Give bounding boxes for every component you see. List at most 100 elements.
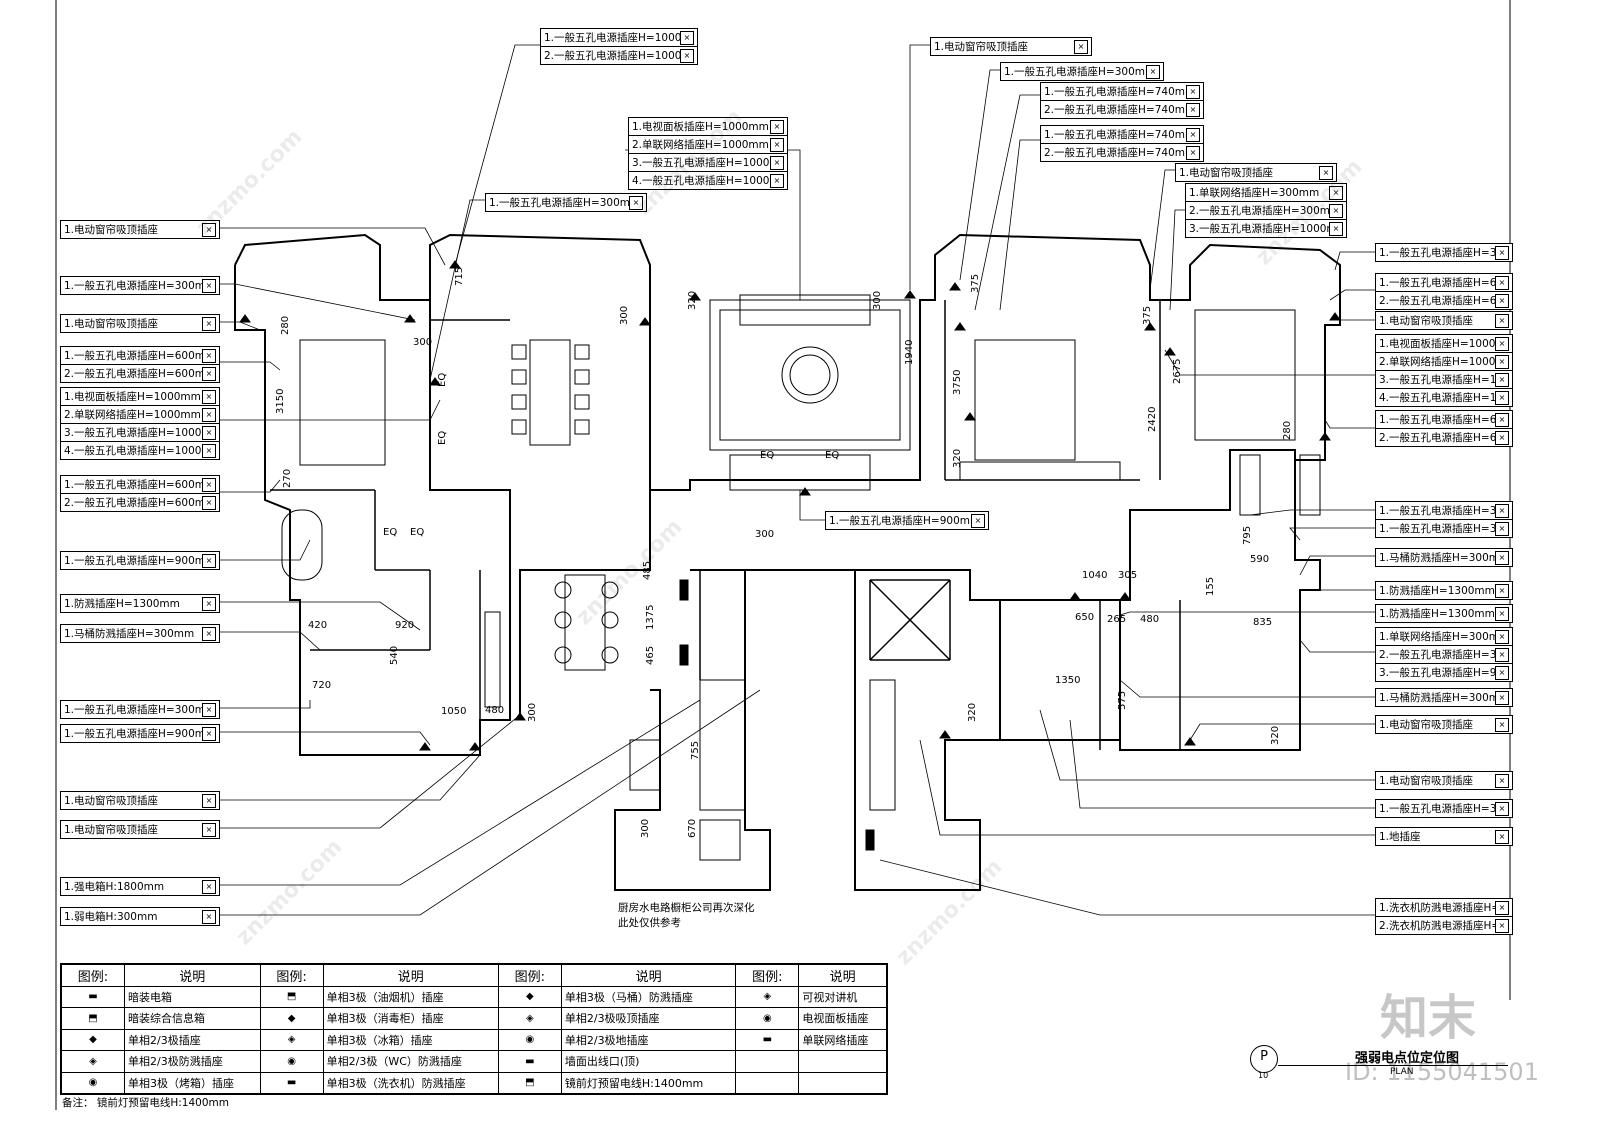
callout-text: 2.一般五孔电源插座H=600mm (64, 368, 202, 380)
outlet-symbol-icon: × (770, 137, 784, 152)
callout-row: 1.防溅插座H=1300mm× (61, 595, 219, 612)
callout-row: 2.一般五孔电源插座H=600mm× (1376, 428, 1512, 446)
callout-text: 2.单联网络插座H=1000mm (1379, 356, 1495, 368)
callout-text: 4.一般五孔电源插座H=1000mm (632, 175, 770, 187)
outlet-symbol-icon: × (1495, 629, 1509, 644)
legend-symbol-icon: ▬ (497, 1050, 562, 1073)
callout-text: 1.电视面板插座H=1000mm (632, 121, 769, 133)
dimension-label: 835 (1253, 617, 1272, 628)
dining-table-2 (564, 574, 606, 671)
callout-text: 2.一般五孔电源插座H=300mm (1189, 205, 1329, 217)
dimension-label: 920 (395, 620, 414, 631)
legend-row: ◈单相2/3极防溅插座◉单相2/3极（WC）防溅插座▬墙面出线口(顶) (61, 1050, 887, 1073)
dimension-label: 540 (389, 646, 400, 665)
callout-row: 1.一般五孔电源插座H=300mm× (1376, 244, 1512, 261)
outlet-symbol-icon: × (971, 513, 985, 528)
outlet-symbol-icon: × (1495, 412, 1509, 427)
dimension-label: 155 (1205, 577, 1216, 596)
callout-text: 1.弱电箱H:300mm (64, 911, 158, 923)
callout-row: 1.一般五孔电源插座H=600mm× (61, 347, 219, 364)
dimension-label: 320 (1270, 726, 1281, 745)
dimension-label: 1040 (1082, 570, 1107, 581)
callout-text: 1.一般五孔电源插座H=600mm (1379, 277, 1495, 289)
outlet-symbol-icon: × (1319, 165, 1333, 180)
eq-mark: EQ (437, 431, 448, 445)
callout-text: 2.一般五孔电源插座H=600mm (64, 497, 202, 509)
callout-row: 1.单联网络插座H=300mm× (1186, 184, 1346, 201)
outlet-symbol-icon: × (1495, 275, 1509, 290)
callout-row: 1.防溅插座H=1300mm× (1376, 582, 1512, 599)
outlet-symbol-icon: × (1329, 203, 1343, 218)
outlet-symbol-icon: × (770, 155, 784, 170)
legend-row: ◉单相3极（烤箱）插座▬单相3极（洗衣机）防溅插座⬒镜前灯预留电线H:1400m… (61, 1071, 887, 1094)
callout-text: 1.马桶防溅插座H=300mm (1379, 692, 1495, 704)
callout-text: 1.电动窗帘吸顶插座 (64, 318, 159, 330)
callout-text: 2.一般五孔电源插座H=740mm (1044, 104, 1186, 116)
legend-footnote: 备注： 镜前灯预留电线H:1400mm (62, 1095, 229, 1110)
callout-box: 1.一般五孔电源插座H=300mm× (60, 276, 220, 295)
interior-walls (270, 300, 1231, 750)
outlet-symbol-icon: × (202, 425, 216, 440)
wardrobe-3 (1239, 454, 1261, 516)
outlet-symbol-icon: × (1495, 583, 1509, 598)
callout-row: 1.一般五孔电源插座H=300mm× (486, 194, 646, 211)
callout-row: 1.一般五孔电源插座H=300mm× (61, 277, 219, 294)
outlet-symbol-icon: × (202, 495, 216, 510)
drawing-subtitle: PLAN (1390, 1067, 1414, 1077)
dimension-label: 480 (1140, 614, 1159, 625)
dimension-label: 1350 (1055, 675, 1080, 686)
outlet-symbol-icon: × (202, 316, 216, 331)
legend-symbol-icon (735, 1071, 800, 1094)
callout-text: 1.地插座 (1379, 831, 1421, 843)
dimension-label: 300 (527, 703, 538, 722)
outlet-symbol-icon: × (202, 443, 216, 458)
callout-text: 3.一般五孔电源插座H=1000mm (1189, 223, 1329, 235)
dimension-label: 2420 (1147, 407, 1158, 432)
legend-description: 单相2/3极防溅插座 (124, 1050, 261, 1073)
callout-row: 2.一般五孔电源插座H=600mm× (61, 364, 219, 382)
callout-row: 3.一般五孔电源插座H=1000mm× (1186, 219, 1346, 237)
callout-text: 1.电视面板插座H=1000mm (64, 391, 201, 403)
watermark-id: ID: 1155041501 (1345, 1058, 1539, 1086)
legend-header-icon: 图例: (497, 964, 562, 987)
outlet-symbol-icon: × (202, 726, 216, 741)
callout-box: 1.电视面板插座H=1000mm×2.单联网络插座H=1000mm×3.一般五孔… (628, 117, 788, 190)
callout-text: 1.一般五孔电源插座H=300mm (1379, 505, 1495, 517)
sofa (739, 294, 871, 326)
dimension-label: 265 (1107, 614, 1126, 625)
dimension-label: 280 (1282, 421, 1293, 440)
callout-row: 1.一般五孔电源插座H=900mm× (61, 552, 219, 569)
legend-symbol-icon: ◆ (497, 985, 562, 1008)
outlet-symbol-icon: × (202, 793, 216, 808)
callout-box: 1.单联网络插座H=300mm×2.一般五孔电源插座H=300mm×3.一般五孔… (1375, 627, 1513, 682)
legend-symbol-icon: ⬒ (497, 1071, 562, 1094)
dimension-label: 755 (690, 741, 701, 760)
callout-box: 1.电动窗帘吸顶插座× (1375, 715, 1513, 734)
dimension-label: 320 (687, 291, 698, 310)
legend-description: 电视面板插座 (798, 1007, 887, 1030)
callout-row: 1.电视面板插座H=1000mm× (61, 388, 219, 405)
title-block: P 10 强弱电点位定位图 PLAN (1250, 1045, 1510, 1085)
callout-box: 1.一般五孔电源插座H=1000mm×2.一般五孔电源插座H=1000mm× (540, 28, 698, 65)
eq-mark: EQ (410, 527, 424, 538)
drawing-title: 强弱电点位定位图 (1355, 1051, 1460, 1066)
outlet-symbol-icon: × (1495, 665, 1509, 680)
outlet-symbol-icon: × (202, 222, 216, 237)
callout-box: 1.马桶防溅插座H=300mm× (60, 624, 220, 643)
legend-description: 单相2/3极插座 (124, 1028, 261, 1051)
kitchen-counter (699, 679, 746, 811)
callout-box: 1.电视面板插座H=1000mm×2.单联网络插座H=1000mm×3.一般五孔… (1375, 334, 1513, 407)
callout-text: 1.一般五孔电源插座H=1000mm (544, 32, 680, 44)
outlet-symbol-icon: × (1186, 102, 1200, 117)
callout-row: 2.洗衣机防溅电源插座H=1100× (1376, 916, 1512, 934)
outlet-symbol-icon: × (1329, 221, 1343, 236)
callout-text: 1.一般五孔电源插座H=900mm (64, 728, 202, 740)
living-carpet (709, 299, 911, 451)
callout-row: 1.一般五孔电源插座H=300mm× (1001, 63, 1163, 80)
eq-mark: EQ (760, 450, 774, 461)
callout-text: 1.电动窗帘吸顶插座 (64, 224, 159, 236)
callout-text: 1.一般五孔电源插座H=300mm (1379, 523, 1495, 535)
outlet-symbol-icon: × (202, 596, 216, 611)
callout-text: 2.单联网络插座H=1000mm (632, 139, 769, 151)
callout-row: 3.一般五孔电源插座H=1000mm× (61, 423, 219, 441)
